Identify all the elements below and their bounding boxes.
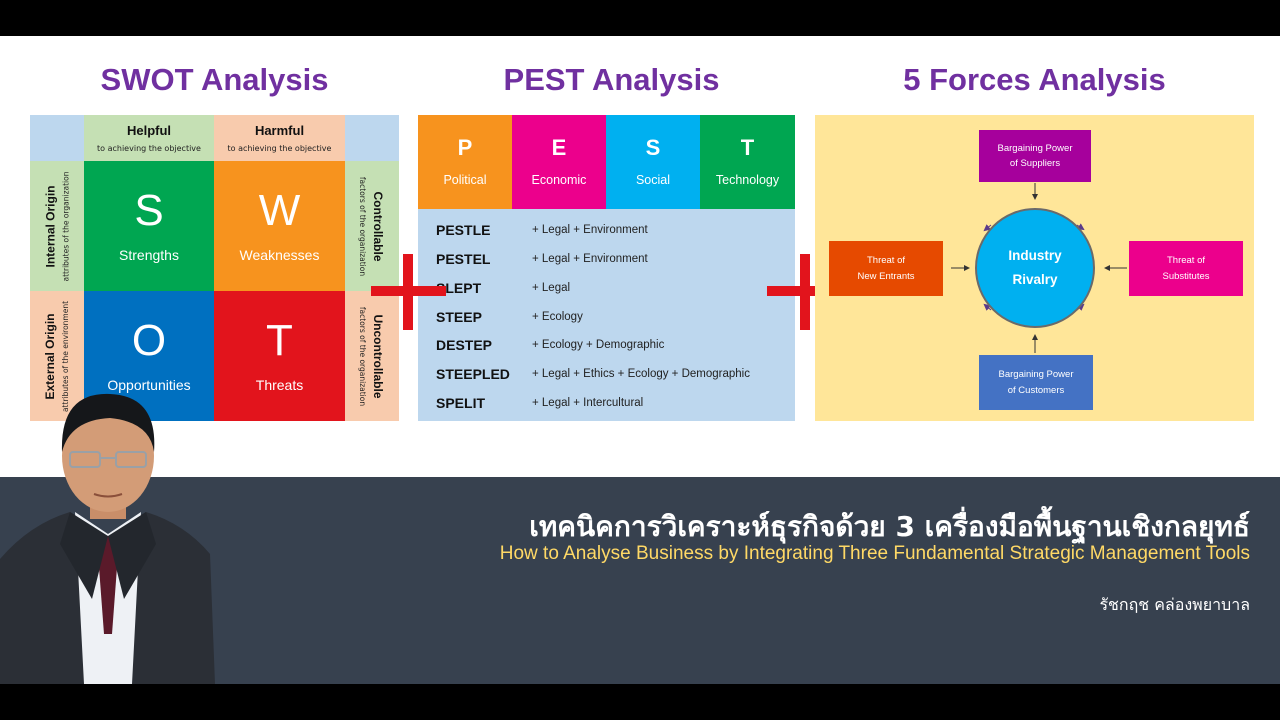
swot-harmful-header: Harmful to achieving the objective — [214, 115, 345, 161]
strengths-letter: S — [134, 186, 164, 235]
opportunities-label: Opportunities — [107, 377, 191, 393]
harmful-title: Harmful — [254, 123, 305, 138]
bottom-letterbox — [0, 684, 1280, 720]
suppliers-line2: of Suppliers — [1009, 158, 1061, 169]
pest-social: S Social — [606, 115, 700, 209]
variant-name: SLEPT — [436, 280, 482, 296]
plus-sign-vertical — [403, 254, 413, 330]
force-suppliers: Bargaining Power of Suppliers — [979, 130, 1091, 182]
variant-name: PESTLE — [436, 222, 491, 238]
economic-letter: E — [551, 135, 567, 160]
force-new-entrants: Threat of New Entrants — [829, 241, 943, 296]
force-substitutes: Threat of Substitutes — [1129, 241, 1243, 296]
five-forces-panel: Bargaining Power of Suppliers Threat of … — [815, 115, 1254, 421]
rivalry-arrow — [983, 224, 992, 232]
threats-letter: T — [266, 316, 293, 365]
swot-helpful-header: Helpful to achieving the objective — [84, 115, 214, 161]
social-letter: S — [645, 135, 661, 160]
swot-uncontrollable: Uncontrollable factors of the organizati… — [345, 291, 399, 421]
swot-strengths: S Strengths — [84, 161, 214, 291]
internal-origin-subtitle: attributes of the organization — [61, 171, 71, 281]
internal-origin-title: Internal Origin — [43, 184, 58, 268]
entrants-line2: New Entrants — [857, 270, 915, 282]
pest-technology: T Technology — [700, 115, 795, 209]
opportunities-letter: O — [131, 316, 167, 365]
swot-opportunities: O Opportunities — [84, 291, 214, 421]
pest-variant-row: STEEPLED + Legal + Ethics + Ecology + De… — [436, 364, 750, 384]
technology-label: Technology — [715, 173, 780, 187]
helpful-subtitle: to achieving the objective — [97, 144, 201, 153]
force-customers: Bargaining Power of Customers — [979, 355, 1093, 410]
swot-heading: SWOT Analysis — [100, 62, 329, 97]
substitutes-line1: Threat of — [1166, 255, 1206, 267]
variant-extra: + Ecology — [532, 311, 583, 323]
pest-variant-row: STEEP + Ecology — [436, 307, 583, 327]
political-letter: P — [457, 135, 473, 160]
variant-name: STEEPLED — [436, 366, 510, 382]
technology-letter: T — [740, 135, 755, 160]
weaknesses-label: Weaknesses — [239, 247, 320, 263]
economic-label: Economic — [531, 173, 587, 187]
english-title: How to Analyse Business by Integrating T… — [499, 543, 1250, 564]
substitutes-line2: Substitutes — [1162, 270, 1210, 282]
pest-variant-row: SLEPT + Legal — [436, 278, 570, 298]
plus-sign-vertical — [800, 254, 810, 330]
swot-corner-top-right — [345, 115, 399, 161]
suppliers-line1: Bargaining Power — [997, 142, 1073, 154]
presenter-photo — [0, 393, 215, 684]
controllable-subtitle: factors of the organization — [358, 176, 368, 276]
swot-matrix: Helpful to achieving the objective Harmf… — [30, 115, 399, 421]
industry-rivalry-circle: Industry Rivalry — [975, 208, 1095, 328]
entrants-line1: Threat of — [866, 255, 906, 267]
swot-external-origin: External Origin attributes of the enviro… — [30, 291, 84, 421]
swot-controllable: Controllable factors of the organization — [345, 161, 399, 291]
swot-threats: T Threats — [214, 291, 345, 421]
weaknesses-letter: W — [258, 186, 301, 235]
variant-name: PESTEL — [436, 251, 491, 267]
rivalry-line2: Rivalry — [1012, 272, 1058, 287]
forces-heading: 5 Forces Analysis — [903, 62, 1166, 97]
pest-panel: P Political E Economic S Social T Techno… — [418, 115, 795, 421]
thai-title: เทคนิคการวิเคราะห์ธุรกิจด้วย 3 เครื่องมื… — [529, 510, 1250, 543]
variant-extra: + Ecology + Demographic — [532, 339, 665, 351]
pest-heading: PEST Analysis — [503, 62, 720, 97]
swot-corner-top-left — [30, 115, 84, 161]
rivalry-arrow — [983, 303, 992, 311]
controllable-title: Controllable — [371, 190, 386, 262]
customers-line2: of Customers — [1007, 384, 1065, 396]
pest-variant-row: SPELIT + Legal + Intercultural — [436, 393, 643, 413]
swot-weaknesses: W Weaknesses — [214, 161, 345, 291]
rivalry-line1: Industry — [1008, 247, 1062, 263]
variant-extra: + Legal + Environment — [532, 253, 648, 265]
pest-economic: E Economic — [512, 115, 606, 209]
pest-variant-row: PESTLE + Legal + Environment — [436, 220, 648, 240]
harmful-subtitle: to achieving the objective — [227, 144, 332, 153]
strengths-label: Strengths — [119, 247, 179, 263]
variant-extra: + Legal + Environment — [532, 224, 648, 236]
variant-name: STEEP — [436, 309, 482, 325]
swot-internal-origin: Internal Origin attributes of the organi… — [30, 161, 84, 291]
variant-extra: + Legal + Intercultural — [532, 397, 644, 409]
variant-name: DESTEP — [436, 337, 493, 353]
social-label: Social — [635, 173, 671, 187]
variant-name: SPELIT — [436, 395, 486, 411]
customers-line1: Bargaining Power — [998, 369, 1074, 381]
top-letterbox — [0, 0, 1280, 36]
pest-variant-row: PESTEL + Legal + Environment — [436, 249, 648, 269]
political-label: Political — [443, 173, 487, 187]
threats-label: Threats — [255, 377, 304, 393]
helpful-title: Helpful — [126, 123, 172, 138]
uncontrollable-subtitle: factors of the organization — [358, 306, 368, 406]
pest-variant-row: DESTEP + Ecology + Demographic — [436, 335, 664, 355]
pest-political: P Political — [418, 115, 512, 209]
uncontrollable-title: Uncontrollable — [371, 313, 386, 399]
author-name: รัชกฤช คล่องพยาบาล — [1099, 595, 1250, 614]
variant-extra: + Legal — [532, 282, 571, 294]
variant-extra: + Legal + Ethics + Ecology + Demographic — [532, 368, 750, 380]
